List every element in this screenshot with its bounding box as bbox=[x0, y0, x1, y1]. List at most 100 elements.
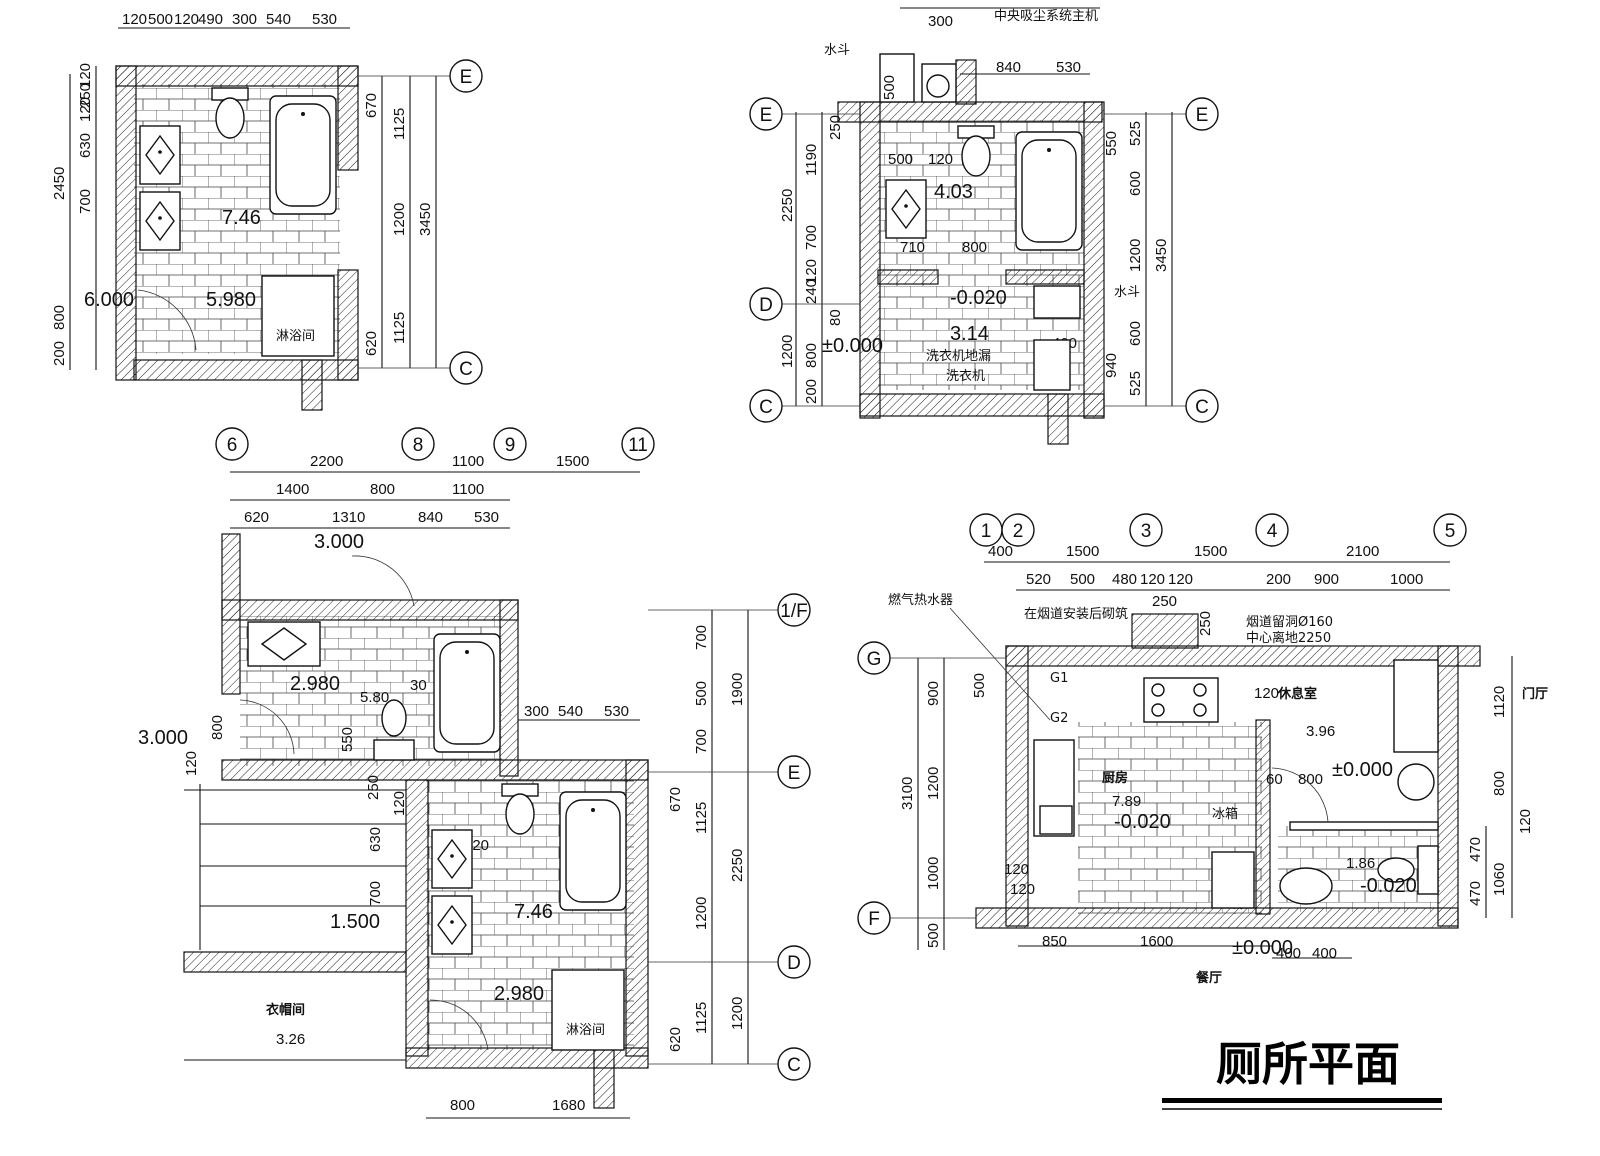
dim: 300 bbox=[928, 13, 953, 30]
area-label: 3.14 bbox=[950, 323, 989, 345]
plan-c-right-dims: 700 500 700 670 1200 620 1900 1125 2250 … bbox=[667, 625, 746, 1052]
room-label: 淋浴间 bbox=[566, 1023, 605, 1038]
dim: 800 bbox=[370, 481, 395, 498]
svg-text:1: 1 bbox=[981, 521, 992, 542]
sink-label: 水斗 bbox=[1114, 285, 1140, 300]
level-label: ±0.000 bbox=[822, 335, 883, 357]
level-label: 2.980 bbox=[290, 673, 340, 695]
dim: 900 bbox=[1314, 571, 1339, 588]
svg-text:1900: 1900 bbox=[729, 673, 746, 706]
svg-text:600: 600 bbox=[1127, 321, 1144, 346]
svg-text:500: 500 bbox=[693, 681, 710, 706]
svg-text:1120: 1120 bbox=[1491, 686, 1508, 718]
dim: 500 bbox=[881, 75, 898, 100]
svg-text:1200: 1200 bbox=[1127, 239, 1144, 272]
svg-text:200: 200 bbox=[51, 341, 68, 366]
note-label: 在烟道安装后砌筑 bbox=[1024, 606, 1128, 622]
svg-text:700: 700 bbox=[77, 189, 94, 214]
svg-text:5: 5 bbox=[1445, 521, 1456, 542]
area-label: 3.26 bbox=[276, 1031, 305, 1048]
dim: 120 bbox=[1140, 571, 1165, 588]
plan-d: 1 2 3 4 5 400 1500 1500 2100 520 500 480… bbox=[857, 513, 1548, 986]
dim: 710 bbox=[900, 239, 925, 256]
plan-b: 中央吸尘系统主机 水斗 水斗 洗衣机地漏 洗衣机 300 840 530 500… bbox=[749, 7, 1219, 445]
svg-text:525: 525 bbox=[1127, 121, 1144, 146]
svg-text:630: 630 bbox=[77, 133, 94, 158]
room-label: 休息室 bbox=[1277, 686, 1317, 702]
svg-text:1190: 1190 bbox=[803, 144, 820, 176]
svg-text:800: 800 bbox=[51, 305, 68, 330]
svg-text:120: 120 bbox=[122, 11, 147, 28]
svg-text:30: 30 bbox=[410, 677, 427, 694]
plan-a-right-dims: 670 1200 620 1125 1125 3450 bbox=[363, 93, 434, 356]
level-label: 3.000 bbox=[138, 727, 188, 749]
svg-text:120: 120 bbox=[77, 63, 94, 88]
dim: 500 bbox=[888, 151, 913, 168]
svg-text:200: 200 bbox=[803, 379, 820, 404]
dim: 1100 bbox=[452, 453, 484, 470]
svg-text:120: 120 bbox=[77, 97, 94, 122]
svg-text:3: 3 bbox=[1141, 521, 1152, 542]
svg-text:E: E bbox=[788, 763, 801, 784]
basin-icon bbox=[139, 125, 181, 185]
dim: 550 bbox=[1103, 131, 1120, 156]
dim: 520 bbox=[1026, 571, 1051, 588]
drawing-title: 厕所平面 bbox=[1216, 1037, 1400, 1091]
area-label: 7.46 bbox=[222, 207, 261, 229]
plan-c-axes-right: 1/F E D C bbox=[777, 593, 811, 1081]
svg-text:1200: 1200 bbox=[779, 335, 796, 368]
dim: 800 bbox=[450, 1097, 475, 1114]
svg-text:1200: 1200 bbox=[391, 203, 408, 236]
svg-text:1125: 1125 bbox=[693, 802, 710, 834]
dim: 250 bbox=[1197, 611, 1214, 636]
level-label: -0.020 bbox=[1114, 811, 1171, 833]
svg-text:6: 6 bbox=[227, 435, 238, 456]
svg-text:550: 550 bbox=[339, 727, 356, 752]
dim: 620 bbox=[244, 509, 269, 526]
level-label: -0.020 bbox=[950, 287, 1007, 309]
note-label: G1 bbox=[1050, 671, 1068, 686]
washer-label: 洗衣机 bbox=[946, 368, 985, 384]
axis-label: E bbox=[760, 105, 773, 126]
svg-text:120: 120 bbox=[183, 751, 200, 776]
svg-text:120: 120 bbox=[1517, 809, 1534, 834]
svg-text:530: 530 bbox=[312, 11, 337, 28]
dim: 1310 bbox=[332, 509, 365, 526]
dim: 1600 bbox=[1140, 933, 1173, 950]
area-label: 7.46 bbox=[514, 901, 553, 923]
svg-text:80: 80 bbox=[827, 309, 844, 326]
svg-text:800: 800 bbox=[803, 343, 820, 368]
plan-b-right-dims: 525 600 1200 600 940 525 3450 bbox=[1103, 121, 1170, 396]
svg-text:500: 500 bbox=[971, 673, 988, 698]
water-heater-label: 燃气热水器 bbox=[888, 592, 953, 608]
dim: 500 bbox=[1070, 571, 1095, 588]
axis-label: C bbox=[1195, 397, 1209, 418]
dim: 530 bbox=[604, 703, 629, 720]
dim: 200 bbox=[1266, 571, 1291, 588]
bathtub-icon bbox=[1015, 131, 1083, 251]
dim: 1400 bbox=[276, 481, 309, 498]
plan-a: 120 500 120 490 300 540 530 120 250 120 … bbox=[51, 11, 483, 411]
area-label: 3.96 bbox=[1306, 723, 1335, 740]
svg-text:120: 120 bbox=[803, 259, 820, 284]
sink-label: 水斗 bbox=[824, 43, 850, 58]
svg-text:900: 900 bbox=[925, 681, 942, 706]
title-underline bbox=[1162, 1098, 1442, 1103]
svg-text:9: 9 bbox=[505, 435, 516, 456]
dim: 1100 bbox=[452, 481, 484, 498]
svg-text:250: 250 bbox=[827, 115, 844, 140]
svg-text:470: 470 bbox=[1467, 881, 1484, 906]
svg-text:700: 700 bbox=[367, 881, 384, 906]
svg-text:3450: 3450 bbox=[1153, 239, 1170, 272]
dim: 400 bbox=[988, 543, 1013, 560]
svg-text:1125: 1125 bbox=[391, 312, 408, 344]
svg-text:2250: 2250 bbox=[779, 189, 796, 222]
svg-text:1200: 1200 bbox=[729, 997, 746, 1030]
svg-text:500: 500 bbox=[148, 11, 173, 28]
basin-icon bbox=[431, 829, 473, 889]
svg-text:8: 8 bbox=[413, 435, 424, 456]
svg-text:620: 620 bbox=[667, 1027, 684, 1052]
bathtub-icon bbox=[433, 633, 501, 753]
svg-text:120: 120 bbox=[1010, 881, 1035, 898]
